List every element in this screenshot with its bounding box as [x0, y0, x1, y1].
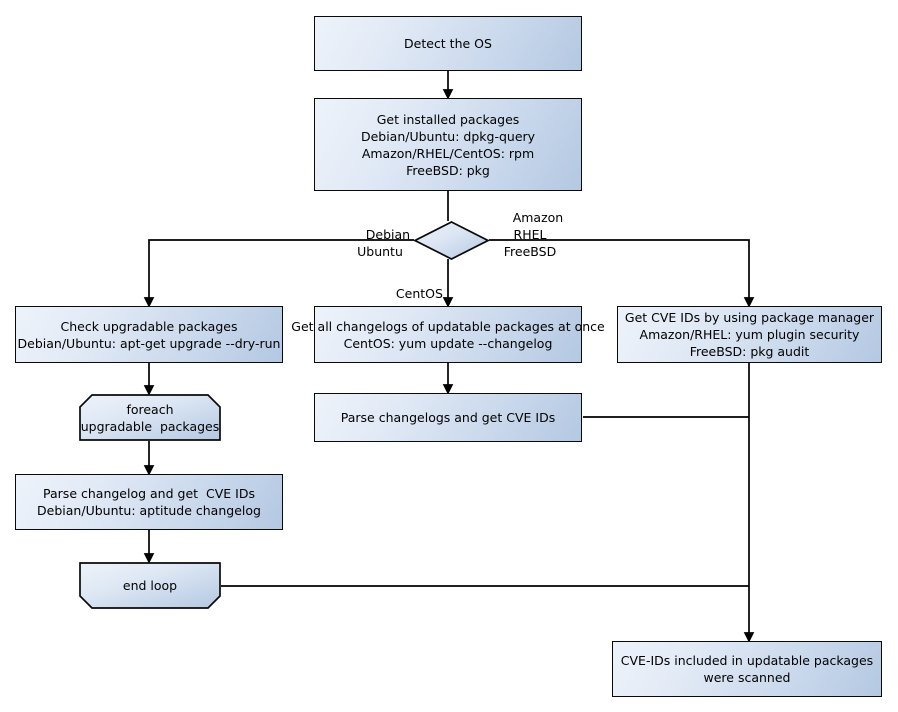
node-detect-os-label: Detect the OS [404, 36, 492, 51]
node-detect-os[interactable]: Detect the OS [314, 16, 582, 71]
node-end-loop[interactable]: end loop [79, 562, 221, 609]
node-check-upgradable-packages-label: Check upgradable packages Debian/Ubuntu:… [17, 318, 281, 351]
edge-label-centos: CentOS [380, 268, 443, 319]
edge-label-debian-ubuntu: Debian Ubuntu [348, 209, 412, 277]
node-parse-changelog-get-cve-ids-label: Parse changelog and get CVE IDs Debian/U… [37, 486, 261, 518]
edge-label-debian-ubuntu-text: Debian Ubuntu [357, 227, 411, 259]
node-cve-ids-scanned[interactable]: CVE-IDs included in updatable packages w… [612, 641, 882, 697]
node-check-upgradable-packages[interactable]: Check upgradable packages Debian/Ubuntu:… [15, 306, 283, 363]
node-foreach-upgradable-packages-label: foreach upgradable packages [80, 401, 220, 434]
node-foreach-upgradable-packages[interactable]: foreach upgradable packages [79, 394, 221, 441]
edge-label-amazon-rhel-freebsd: Amazon RHEL FreeBSD [492, 192, 568, 277]
node-parse-changelog-get-cve-ids[interactable]: Parse changelog and get CVE IDs Debian/U… [15, 474, 283, 530]
node-parse-changelogs-get-cve-ids[interactable]: Parse changelogs and get CVE IDs [314, 393, 582, 442]
node-end-loop-label: end loop [122, 578, 178, 593]
node-get-cve-ids-package-manager[interactable]: Get CVE IDs by using package manager Ama… [617, 306, 882, 363]
node-get-cve-ids-package-manager-label: Get CVE IDs by using package manager Ama… [624, 310, 875, 359]
diamond-shape [413, 221, 490, 260]
edge-label-centos-text: CentOS [395, 286, 443, 301]
node-get-all-changelogs-label: Get all changelogs of updatable packages… [291, 318, 605, 351]
node-get-installed-packages[interactable]: Get installed packages Debian/Ubuntu: dp… [314, 98, 582, 191]
loop-end-shape [79, 562, 221, 609]
node-cve-ids-scanned-label: CVE-IDs included in updatable packages w… [620, 653, 874, 685]
node-get-all-changelogs[interactable]: Get all changelogs of updatable packages… [291, 306, 605, 363]
node-parse-changelogs-get-cve-ids-label: Parse changelogs and get CVE IDs [340, 410, 556, 425]
edge-label-amazon-rhel-freebsd-text: Amazon RHEL FreeBSD [503, 210, 564, 259]
node-get-installed-packages-label: Get installed packages Debian/Ubuntu: dp… [360, 111, 536, 178]
loop-start-shape [79, 394, 221, 441]
node-os-decision[interactable] [413, 221, 490, 260]
